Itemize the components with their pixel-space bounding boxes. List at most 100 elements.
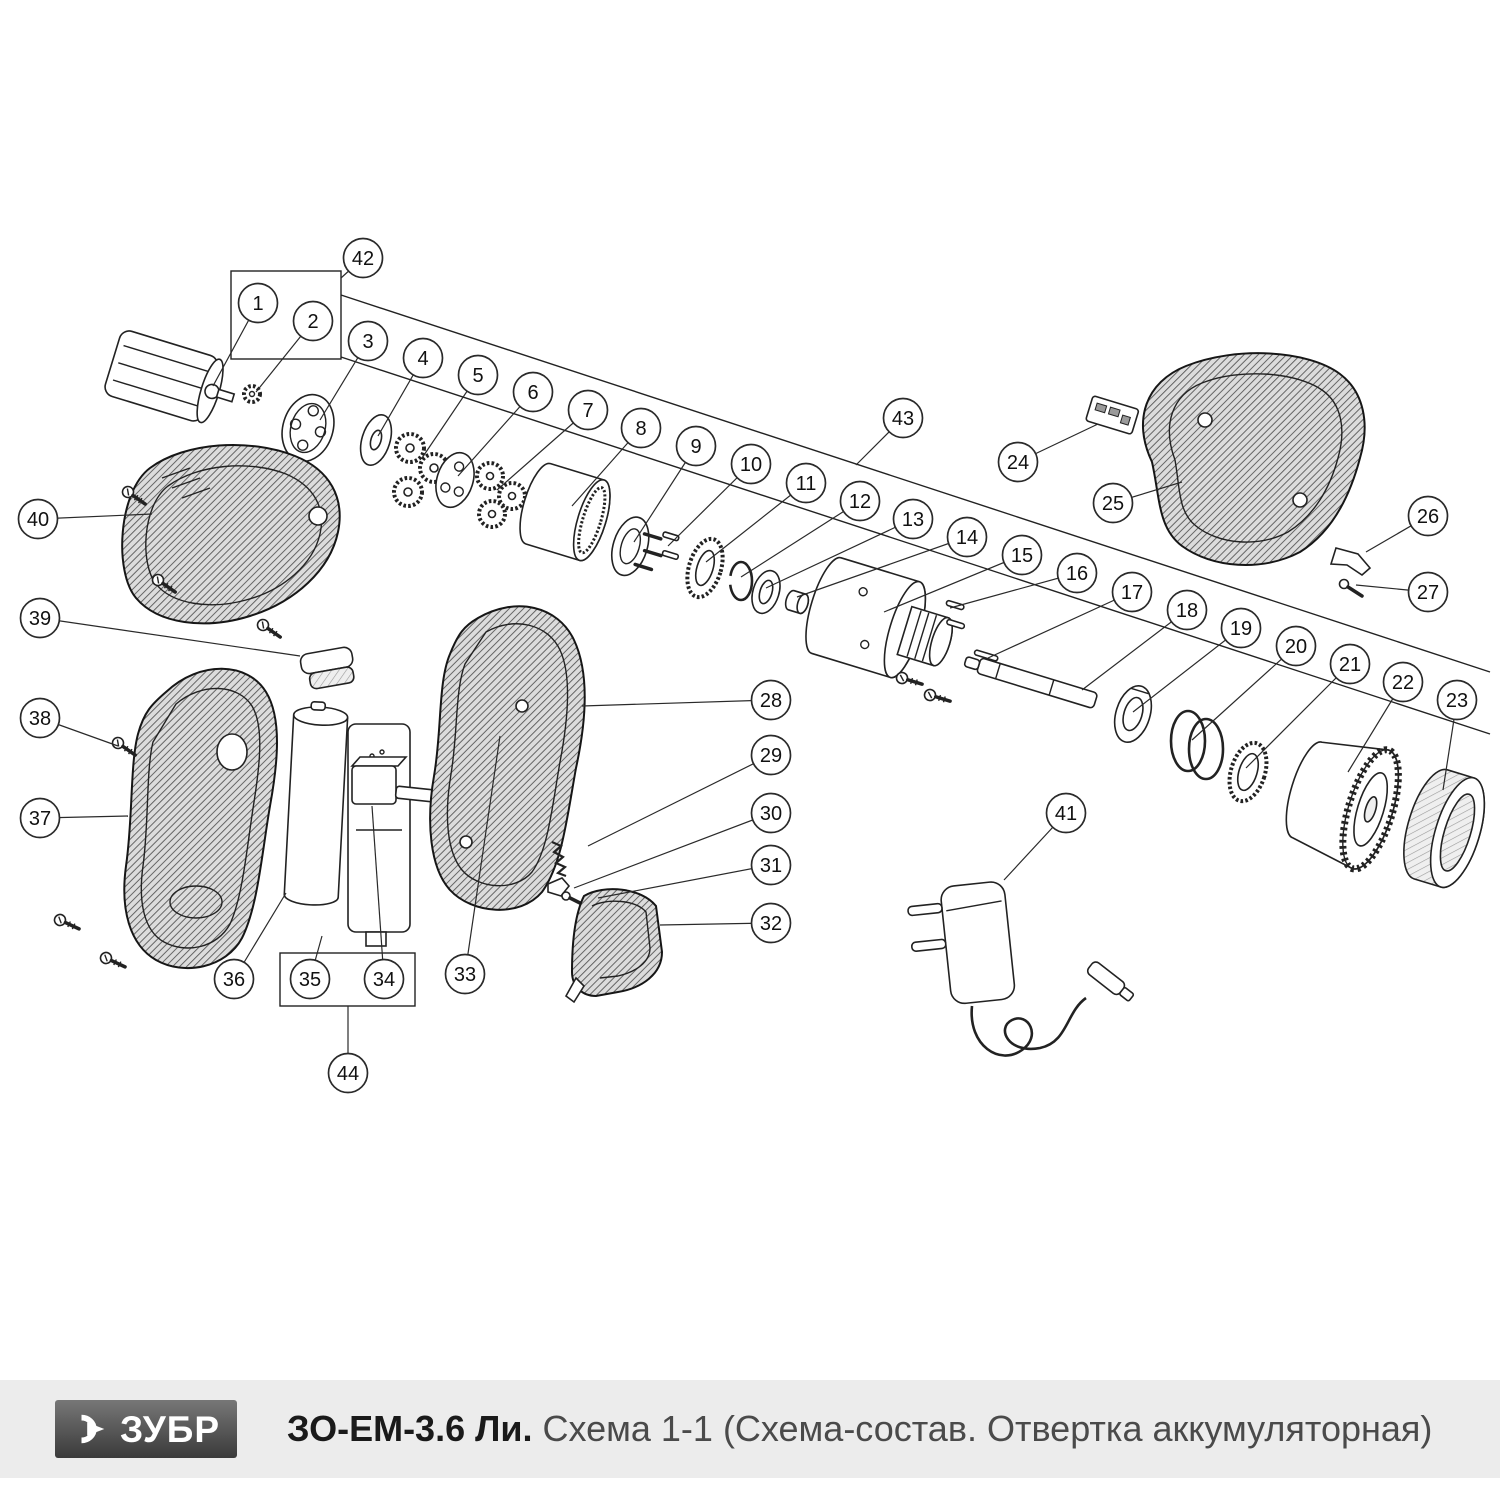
- svg-text:6: 6: [527, 382, 538, 404]
- svg-text:40: 40: [27, 509, 49, 531]
- part-lock-lever: [1329, 547, 1372, 598]
- callout-24: 24: [997, 423, 1099, 483]
- callout-42: 42: [340, 237, 384, 279]
- callout-6: 6: [457, 371, 554, 477]
- part-washer: [359, 414, 393, 466]
- svg-text:29: 29: [760, 745, 782, 767]
- callout-3: 3: [319, 320, 389, 421]
- callout-25: 25: [1092, 481, 1183, 524]
- svg-text:10: 10: [740, 454, 762, 476]
- brand-name: ЗУБР: [119, 1408, 221, 1450]
- callout-5: 5: [421, 354, 499, 459]
- part-pcb: [1085, 395, 1140, 435]
- callout-layer: 4212345678910111213141516171819202122234…: [17, 237, 1478, 1094]
- svg-text:8: 8: [635, 418, 646, 440]
- model-title: ЗО-ЕМ-3.6 Ли.: [287, 1408, 533, 1449]
- callout-15: 15: [883, 534, 1043, 613]
- svg-text:41: 41: [1055, 803, 1077, 825]
- callout-32: 32: [659, 902, 792, 944]
- part-flat-washer: [1113, 685, 1153, 743]
- svg-text:16: 16: [1066, 563, 1088, 585]
- callout-13: 13: [765, 498, 934, 589]
- part-circlip: [728, 560, 754, 602]
- svg-text:17: 17: [1121, 582, 1143, 604]
- callout-17: 17: [987, 571, 1153, 659]
- svg-text:24: 24: [1007, 452, 1029, 474]
- callout-34: 34: [363, 805, 405, 1000]
- part-handle-right: [429, 605, 586, 911]
- callout-20: 20: [1191, 625, 1317, 741]
- zubr-arrow-icon: [81, 1414, 105, 1444]
- callout-35: 35: [289, 935, 331, 1000]
- part-motor-pinion: [242, 384, 262, 404]
- svg-text:35: 35: [299, 969, 321, 991]
- svg-text:39: 39: [29, 608, 51, 630]
- callout-16: 16: [949, 552, 1098, 609]
- part-planet-gears-2: [475, 461, 527, 529]
- svg-text:14: 14: [956, 527, 978, 549]
- svg-text:19: 19: [1230, 618, 1252, 640]
- part-planet-gears-1: [392, 432, 450, 508]
- part-spindle: [963, 656, 1098, 709]
- callout-39: 39: [19, 597, 301, 657]
- svg-text:36: 36: [223, 969, 245, 991]
- svg-text:21: 21: [1339, 654, 1361, 676]
- svg-text:7: 7: [582, 400, 593, 422]
- part-battery: [283, 700, 349, 906]
- callout-22: 22: [1347, 661, 1424, 773]
- svg-text:12: 12: [849, 491, 871, 513]
- part-charger-cradle: [564, 888, 664, 1004]
- callout-10: 10: [667, 443, 772, 547]
- callout-11: 11: [705, 462, 827, 563]
- svg-text:44: 44: [337, 1063, 359, 1085]
- callout-23: 23: [1436, 679, 1478, 791]
- exploded-diagram: 4212345678910111213141516171819202122234…: [17, 237, 1491, 1094]
- callout-33: 33: [444, 735, 501, 995]
- callout-14: 14: [796, 516, 988, 598]
- schema-subtitle: Схема 1-1 (Схема-состав. Отвертка аккуму…: [542, 1408, 1433, 1449]
- callout-31: 31: [597, 844, 792, 899]
- svg-text:11: 11: [796, 473, 817, 495]
- callout-27: 27: [1355, 571, 1449, 613]
- svg-text:37: 37: [29, 808, 51, 830]
- callout-2: 2: [255, 300, 334, 393]
- part-output-carrier: [610, 516, 663, 577]
- svg-text:43: 43: [892, 408, 914, 430]
- svg-text:2: 2: [307, 311, 318, 333]
- callout-12: 12: [740, 480, 881, 578]
- part-front-collar: [1403, 768, 1486, 889]
- part-ring-gear: [519, 462, 611, 562]
- svg-text:18: 18: [1176, 600, 1198, 622]
- part-contact-clip: [547, 877, 571, 897]
- svg-text:33: 33: [454, 964, 476, 986]
- part-spacer: [784, 589, 810, 615]
- svg-text:23: 23: [1446, 690, 1468, 712]
- svg-text:13: 13: [902, 509, 924, 531]
- callout-44: 44: [327, 1006, 369, 1094]
- part-clutch-housing: [805, 556, 954, 679]
- svg-text:25: 25: [1102, 493, 1124, 515]
- callout-41: 41: [1003, 792, 1087, 881]
- svg-text:27: 27: [1417, 582, 1439, 604]
- callout-19: 19: [1132, 607, 1262, 713]
- svg-text:34: 34: [373, 969, 395, 991]
- part-switch-button: [299, 646, 355, 690]
- part-spindle-pin: [973, 649, 999, 662]
- callout-21: 21: [1245, 643, 1371, 769]
- part-torque-dial: [1285, 741, 1402, 873]
- callout-28: 28: [581, 679, 792, 721]
- callout-40: 40: [17, 498, 153, 540]
- svg-text:3: 3: [362, 331, 373, 353]
- svg-text:30: 30: [760, 803, 782, 825]
- part-motor: [104, 330, 236, 424]
- svg-text:28: 28: [760, 690, 782, 712]
- schema-title: ЗО-ЕМ-3.6 Ли. Схема 1-1 (Схема-состав. О…: [287, 1408, 1432, 1450]
- callout-7: 7: [496, 389, 609, 491]
- callout-30: 30: [573, 792, 792, 889]
- part-handle-left: [123, 667, 278, 970]
- svg-text:42: 42: [352, 248, 374, 270]
- callout-38: 38: [19, 697, 119, 747]
- svg-text:5: 5: [472, 365, 483, 387]
- callout-4: 4: [377, 337, 444, 437]
